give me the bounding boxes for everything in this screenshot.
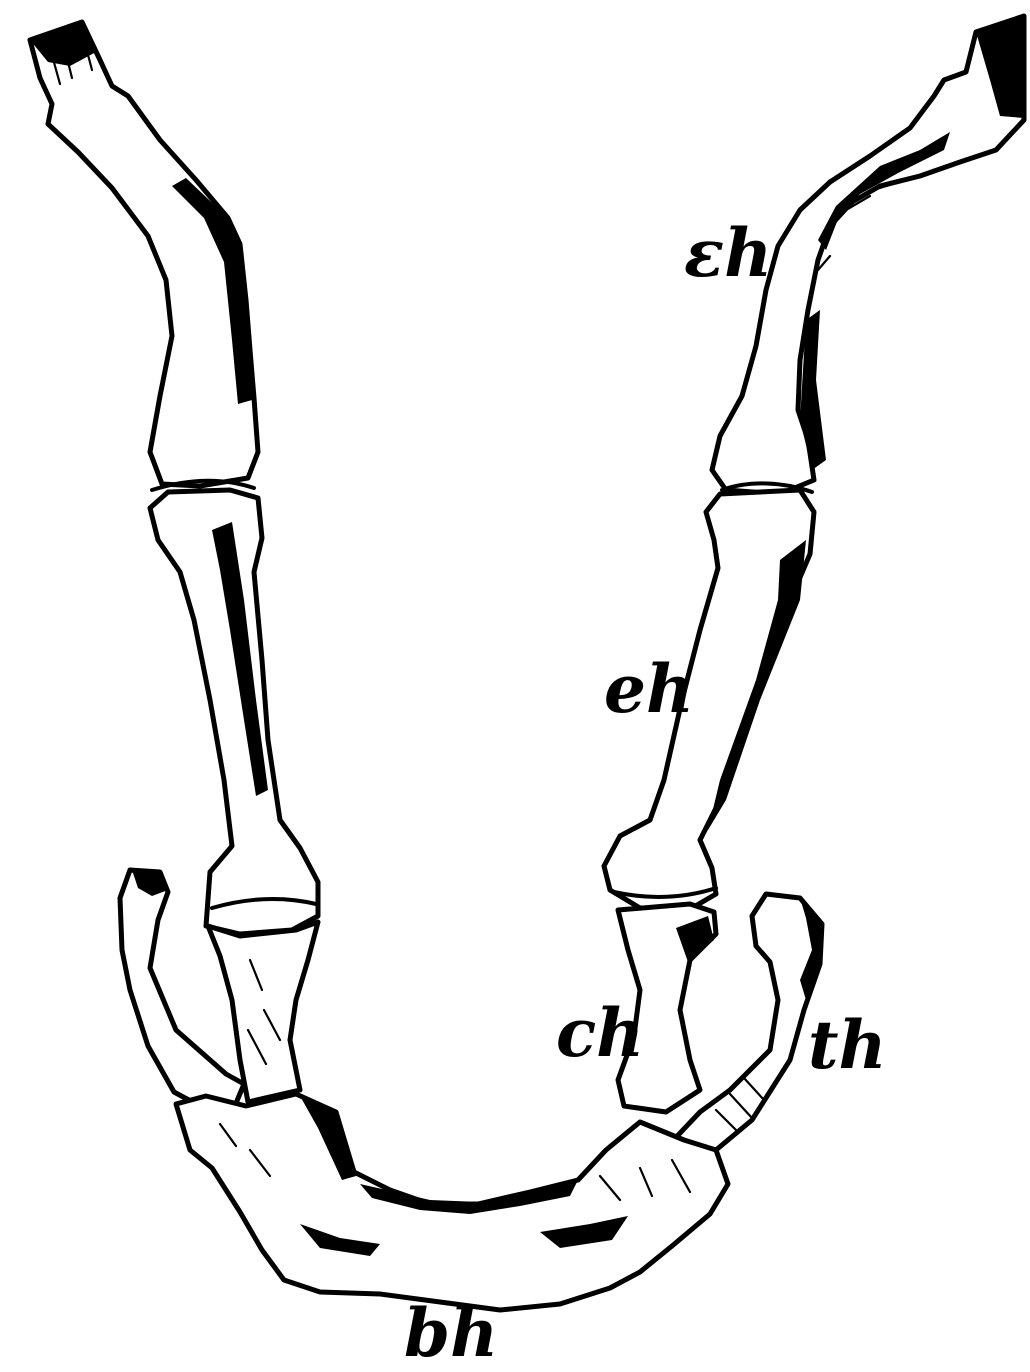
basihyal-label: bh: [404, 1300, 498, 1366]
thyrohyal-label: th: [808, 1012, 886, 1078]
ceratohyal-label: ch: [556, 1000, 644, 1066]
left-epihyal: [150, 481, 318, 934]
epihyal-upper-label: εh: [684, 220, 772, 286]
basihyal: [176, 1094, 728, 1310]
epihyal-lower-label: eh: [604, 656, 694, 722]
left-stylohyal: [30, 22, 258, 486]
